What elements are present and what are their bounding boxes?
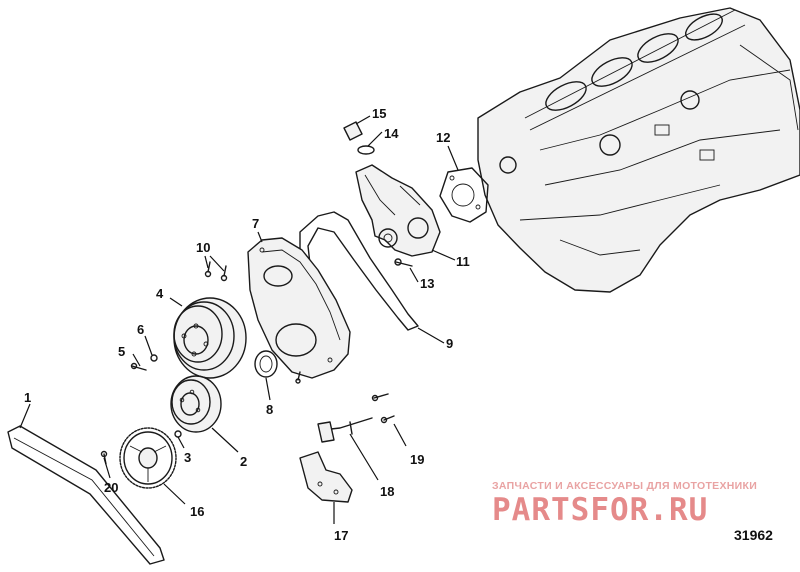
bracket-bolts	[371, 393, 395, 424]
callout-14: 14	[384, 126, 399, 141]
pump-bolt	[394, 258, 413, 267]
callout-11: 11	[456, 254, 470, 269]
watermark: ЗАПЧАСТИ И АКСЕССУАРЫ ДЛЯ МОТОТЕХНИКИ PA…	[492, 480, 757, 528]
water-pump-gasket	[439, 167, 489, 223]
engine-block	[477, 7, 800, 293]
hose-clamp	[357, 145, 375, 155]
callout-17: 17	[334, 528, 348, 543]
water-pump	[355, 164, 441, 257]
drive-belt	[7, 425, 165, 565]
callout-18: 18	[380, 484, 394, 499]
watermark-logo: PARTSFOR.RU	[492, 492, 708, 528]
diagram-number: 31962	[734, 527, 773, 543]
callout-20: 20	[104, 480, 118, 495]
leader-lines	[19, 115, 459, 524]
callout-12: 12	[436, 130, 450, 145]
timing-cover	[247, 237, 351, 379]
callout-7: 7	[252, 216, 259, 231]
pulley-bolt-5	[130, 362, 147, 371]
mounting-bracket	[299, 451, 353, 503]
callout-13: 13	[420, 276, 434, 291]
damper-bolt	[174, 430, 182, 438]
callout-10: 10	[196, 240, 210, 255]
pulley-bolt-6	[150, 354, 158, 362]
callout-8: 8	[266, 402, 273, 417]
cover-bolts	[204, 261, 301, 384]
front-seal	[254, 350, 278, 378]
hose	[343, 121, 363, 141]
callout-6: 6	[137, 322, 144, 337]
crank-pulley-large	[173, 297, 247, 379]
harmonic-balancer	[170, 375, 222, 433]
tone-wheel	[119, 427, 177, 489]
callout-16: 16	[190, 504, 204, 519]
watermark-tagline: ЗАПЧАСТИ И АКСЕССУАРЫ ДЛЯ МОТОТЕХНИКИ	[492, 480, 757, 492]
callout-4: 4	[156, 286, 164, 301]
callout-3: 3	[184, 450, 191, 465]
callout-1: 1	[24, 390, 31, 405]
callout-19: 19	[410, 452, 424, 467]
tensioner-stud	[317, 417, 373, 443]
timing-cover-gasket	[299, 211, 419, 331]
callout-5: 5	[118, 344, 125, 359]
callouts: 1 2 3 4 5 6 7 8 9 10 11 12 13 14 15 16 1…	[24, 106, 470, 543]
callout-15: 15	[372, 106, 386, 121]
callout-9: 9	[446, 336, 453, 351]
callout-2: 2	[240, 454, 247, 469]
